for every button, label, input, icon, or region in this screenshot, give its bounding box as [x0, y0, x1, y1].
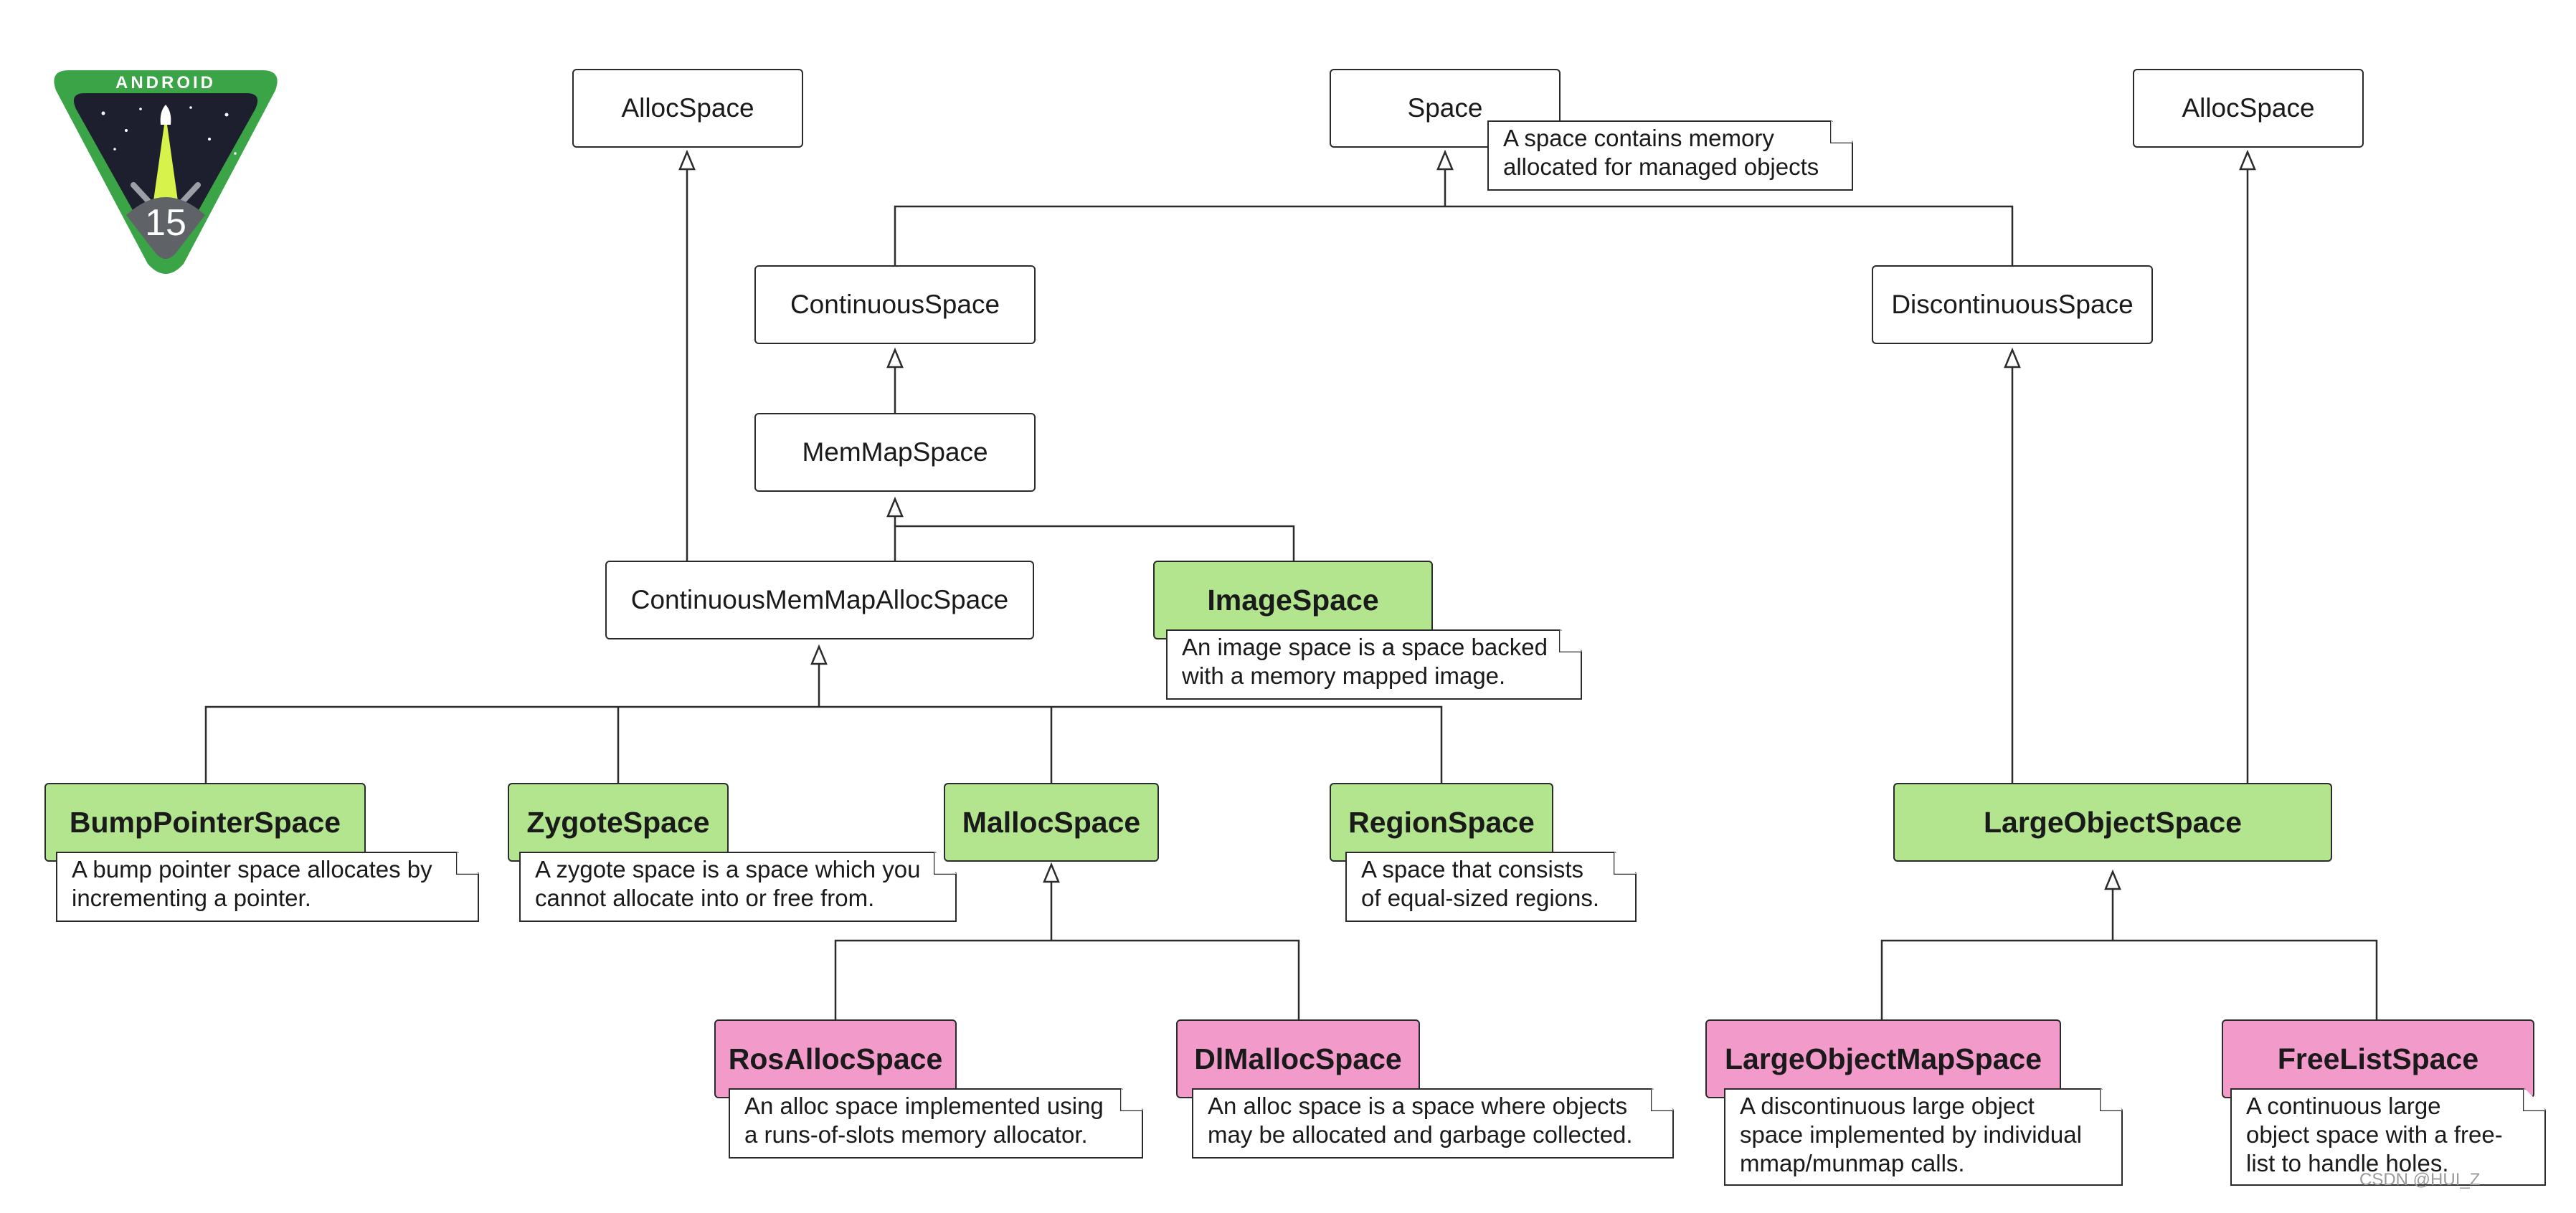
- arrowhead-malloc-space: [1043, 862, 1060, 883]
- note-large-object-map-space: A discontinuous large object space imple…: [1724, 1088, 2123, 1186]
- arrowhead-discontinuous-space: [2004, 347, 2021, 368]
- edge-malloc-children: [834, 939, 1300, 1019]
- note-space-line-2: allocated for managed objects: [1503, 153, 1819, 180]
- watermark: CSDN @HUI_Z: [2359, 1170, 2481, 1189]
- node-free-list-space: FreeListSpace: [2222, 1019, 2534, 1098]
- logo-version-text: 15: [145, 202, 186, 244]
- node-bump-pointer-space: BumpPointerSpace: [44, 783, 366, 862]
- note-space-line-1: A space contains memory: [1503, 125, 1774, 151]
- node-region-space: RegionSpace: [1330, 783, 1553, 862]
- arrowhead-space: [1436, 149, 1454, 171]
- node-zygote-space: ZygoteSpace: [508, 783, 729, 862]
- note-zygote-space: A zygote space is a space which you cann…: [519, 852, 957, 922]
- note-dl-malloc-space-line-2: may be allocated and garbage collected.: [1208, 1121, 1633, 1148]
- note-large-object-map-space-line-2: space implemented by individual: [1740, 1121, 2082, 1148]
- node-alloc-space-left: AllocSpace: [572, 69, 803, 148]
- note-dl-malloc-space: An alloc space is a space where objects …: [1192, 1088, 1674, 1159]
- edge-level4-bar: [204, 705, 1443, 783]
- note-space: A space contains memory allocated for ma…: [1487, 120, 1853, 191]
- note-dl-malloc-space-line-1: An alloc space is a space where objects: [1208, 1093, 1628, 1119]
- note-ros-alloc-space-line-1: An alloc space implemented using: [744, 1093, 1104, 1119]
- note-region-space-line-1: A space that consists: [1361, 856, 1584, 883]
- android-15-logo: ANDROID 15: [54, 70, 278, 274]
- arrowhead-memmap-space: [886, 496, 904, 518]
- note-free-list-space-line-3: list to handle holes.: [2246, 1150, 2449, 1176]
- note-bump-pointer-space-line-1: A bump pointer space allocates by: [72, 856, 432, 883]
- arrowhead-cmmas: [810, 644, 828, 665]
- note-free-list-space: A continuous large object space with a f…: [2230, 1088, 2546, 1186]
- note-bump-pointer-space-line-2: incrementing a pointer.: [72, 885, 311, 911]
- edge-continuous-to-space: [894, 205, 2014, 265]
- arrowhead-alloc-space-right: [2239, 149, 2256, 171]
- node-ros-alloc-space: RosAllocSpace: [714, 1019, 957, 1098]
- note-free-list-space-line-2: object space with a free-: [2246, 1121, 2503, 1148]
- arrowhead-continuous-space: [886, 347, 904, 368]
- note-zygote-space-line-1: A zygote space is a space which you: [535, 856, 921, 883]
- node-alloc-space-right: AllocSpace: [2133, 69, 2364, 148]
- note-bump-pointer-space: A bump pointer space allocates by increm…: [56, 852, 479, 922]
- note-ros-alloc-space-line-2: a runs-of-slots memory allocator.: [744, 1121, 1088, 1148]
- node-continuous-space: ContinuousSpace: [754, 265, 1036, 344]
- arrowhead-alloc-space-left: [678, 149, 696, 171]
- note-image-space: An image space is a space backed with a …: [1166, 629, 1582, 700]
- note-free-list-space-line-1: A continuous large: [2246, 1093, 2441, 1119]
- node-continuous-mem-map-alloc-space: ContinuousMemMapAllocSpace: [605, 561, 1034, 639]
- note-zygote-space-line-2: cannot allocate into or free from.: [535, 885, 875, 911]
- note-region-space-line-2: of equal-sized regions.: [1361, 885, 1600, 911]
- edge-cmmas-to-memmap: [894, 525, 1295, 561]
- node-dl-malloc-space: DlMallocSpace: [1176, 1019, 1420, 1098]
- node-large-object-space: LargeObjectSpace: [1893, 783, 2332, 862]
- note-large-object-map-space-line-1: A discontinuous large object: [1740, 1093, 2035, 1119]
- node-malloc-space: MallocSpace: [944, 783, 1159, 862]
- arrowhead-large-object-space: [2104, 869, 2121, 890]
- edge-los-children: [1880, 939, 2378, 1019]
- note-region-space: A space that consists of equal-sized reg…: [1345, 852, 1637, 922]
- node-large-object-map-space: LargeObjectMapSpace: [1705, 1019, 2061, 1098]
- note-image-space-line-2: with a memory mapped image.: [1182, 662, 1506, 689]
- node-discontinuous-space: DiscontinuousSpace: [1872, 265, 2153, 344]
- note-ros-alloc-space: An alloc space implemented using a runs-…: [729, 1088, 1143, 1159]
- node-image-space: ImageSpace: [1153, 561, 1433, 639]
- note-image-space-line-1: An image space is a space backed: [1182, 634, 1548, 660]
- note-large-object-map-space-line-3: mmap/munmap calls.: [1740, 1150, 1965, 1176]
- node-mem-map-space: MemMapSpace: [754, 413, 1036, 492]
- logo-brand-text: ANDROID: [115, 73, 216, 92]
